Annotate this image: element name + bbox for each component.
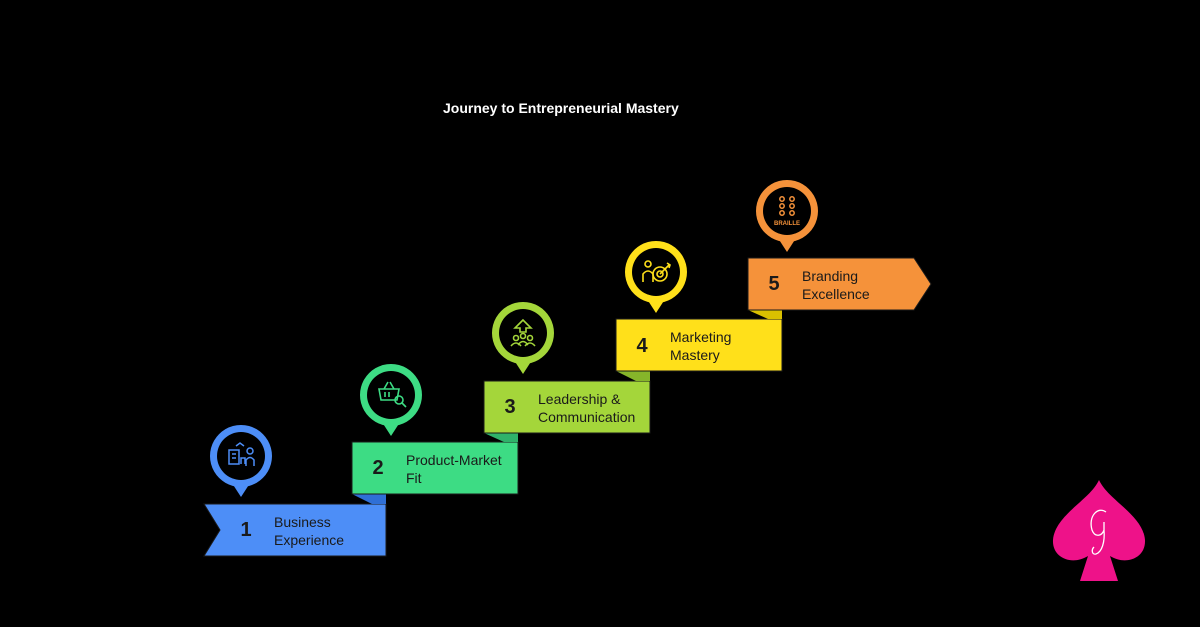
step-3 bbox=[483, 380, 651, 442]
step-2-label: Product-Market Fit bbox=[406, 451, 502, 487]
team-growth-icon bbox=[510, 318, 536, 347]
step-1-ribbon bbox=[203, 503, 387, 557]
step-4-label-line2: Mastery bbox=[670, 347, 720, 363]
braille-icon: BRAILLE bbox=[774, 196, 800, 227]
step-5-label: Branding Excellence bbox=[802, 267, 870, 303]
step-5-fold bbox=[748, 310, 782, 319]
step-4-box bbox=[615, 318, 783, 372]
pin-1 bbox=[209, 425, 272, 497]
step-5 bbox=[747, 257, 932, 319]
step-5-label-line2: Excellence bbox=[802, 286, 870, 302]
page-title: Journey to Entrepreneurial Mastery bbox=[443, 100, 679, 116]
step-2 bbox=[351, 441, 519, 504]
business-experience-icon bbox=[228, 442, 255, 466]
step-3-fold bbox=[484, 433, 518, 442]
step-3-label-line1: Leadership & bbox=[538, 391, 621, 407]
step-4-number: 4 bbox=[636, 335, 648, 357]
step-4-label-line1: Marketing bbox=[670, 329, 732, 345]
pin-2 bbox=[359, 364, 422, 436]
step-2-box bbox=[351, 441, 519, 495]
target-person-icon bbox=[642, 260, 671, 282]
pin-4 bbox=[624, 241, 687, 313]
step-5-label-line1: Branding bbox=[802, 268, 859, 284]
step-5-arrow bbox=[747, 257, 932, 311]
logo-g-letter bbox=[1090, 509, 1107, 555]
braille-label: BRAILLE bbox=[774, 221, 800, 227]
step-2-number: 2 bbox=[372, 457, 384, 479]
step-3-label: Leadership & Communication bbox=[538, 390, 635, 426]
spade-logo bbox=[1052, 480, 1146, 581]
step-1-label: Business Experience bbox=[274, 513, 344, 549]
step-4-fold bbox=[616, 371, 650, 381]
step-5-number: 5 bbox=[768, 273, 780, 295]
shopping-basket-search-icon bbox=[378, 381, 407, 408]
step-1-number: 1 bbox=[240, 519, 252, 541]
step-3-label-line2: Communication bbox=[538, 409, 636, 425]
step-1-label-line1: Business bbox=[274, 514, 331, 530]
step-1-label-line2: Experience bbox=[274, 532, 345, 548]
step-2-label-line1: Product-Market bbox=[406, 452, 502, 468]
step-3-box bbox=[483, 380, 651, 434]
pin-5 bbox=[755, 180, 818, 252]
step-3-number: 3 bbox=[504, 396, 516, 418]
step-4 bbox=[615, 318, 783, 381]
step-4-label: Marketing Mastery bbox=[670, 328, 731, 364]
step-2-fold bbox=[352, 494, 386, 504]
step-2-label-line2: Fit bbox=[406, 470, 422, 486]
